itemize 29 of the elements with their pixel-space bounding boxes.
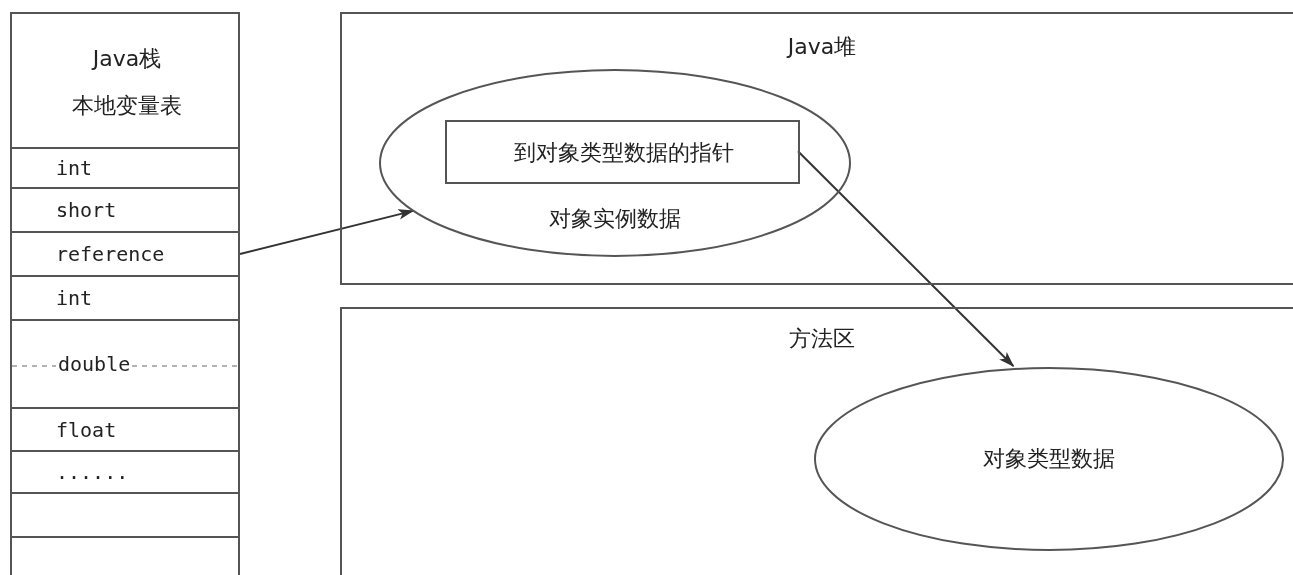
node-label: 到对象类型数据的指针 bbox=[514, 139, 734, 167]
stack-cell bbox=[10, 407, 240, 452]
stack-cell bbox=[10, 231, 240, 277]
area-title: 方法区 bbox=[789, 325, 855, 353]
heap-box bbox=[340, 12, 1293, 285]
cell-label: reference bbox=[56, 242, 165, 266]
area-title: Java堆 bbox=[787, 33, 857, 61]
method-area-box bbox=[340, 307, 1293, 575]
stack-cell bbox=[10, 275, 240, 321]
stack-cell bbox=[10, 147, 240, 189]
pointer-box bbox=[445, 120, 800, 184]
header-label: Java栈 bbox=[92, 45, 162, 73]
arrow bbox=[797, 150, 1015, 367]
arrow bbox=[239, 209, 415, 255]
cell-label: int bbox=[56, 286, 93, 310]
node-label: 对象类型数据 bbox=[983, 445, 1115, 473]
stack-cell bbox=[10, 319, 240, 409]
cell-label: short bbox=[56, 198, 117, 222]
stack-cell bbox=[10, 450, 240, 494]
cell-label: ...... bbox=[56, 460, 129, 484]
node-label: 对象实例数据 bbox=[549, 205, 681, 233]
type-data-ellipse bbox=[814, 367, 1284, 551]
stack-cell bbox=[10, 492, 240, 538]
stack-cell bbox=[10, 187, 240, 233]
header-label: 本地变量表 bbox=[72, 92, 182, 120]
cell-label: float bbox=[56, 417, 117, 442]
object-ellipse bbox=[379, 69, 851, 257]
cell-label: int bbox=[56, 156, 93, 180]
header-cell bbox=[10, 12, 240, 149]
